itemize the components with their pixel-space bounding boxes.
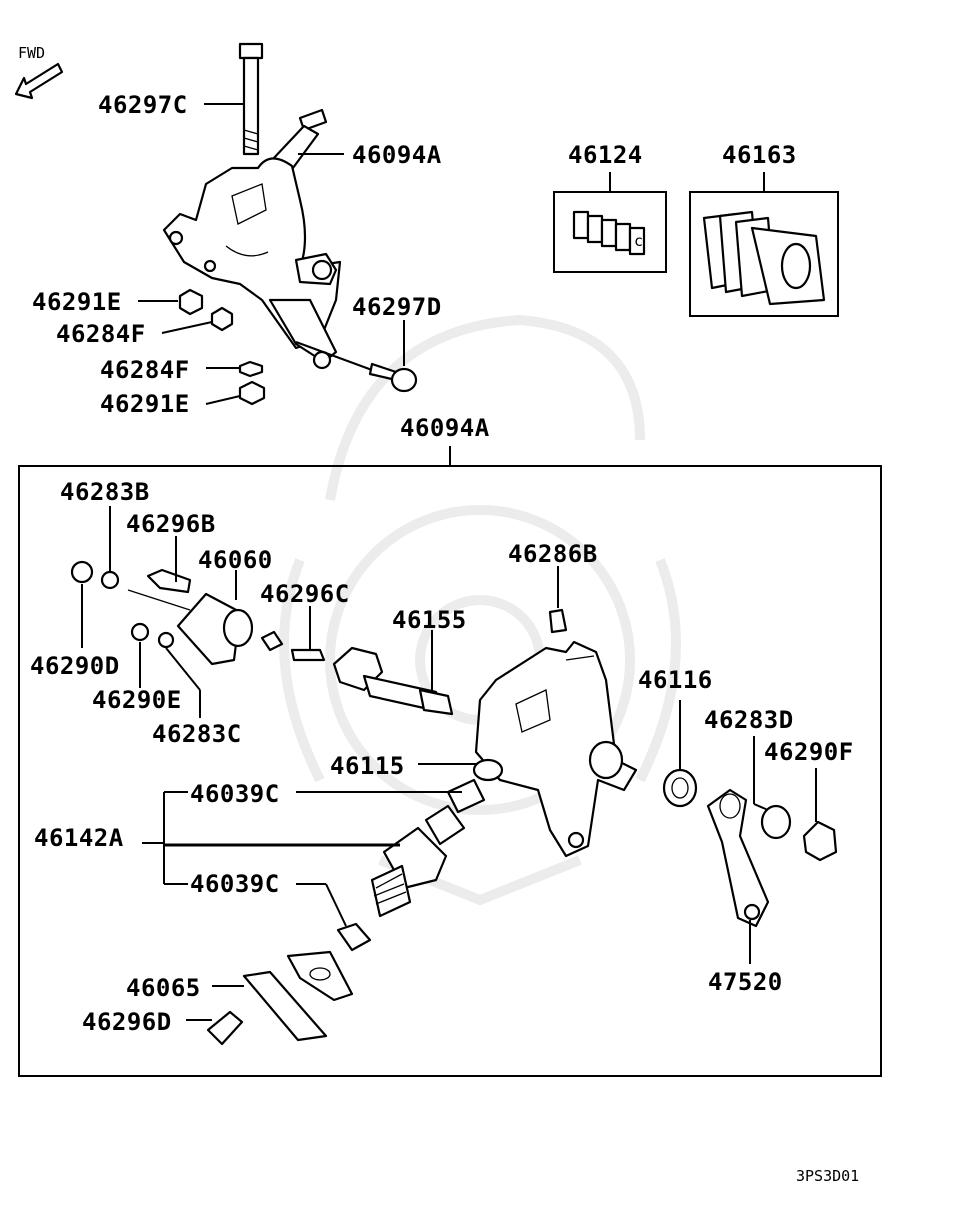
label-46039c-bottom[interactable]: 46039C [190,870,280,898]
label-46115[interactable]: 46115 [330,752,405,780]
nut-46291e-left-drawing [178,288,204,316]
label-46155[interactable]: 46155 [392,606,467,634]
nut-46290d-drawing [70,560,94,584]
washer-46283d-drawing [760,804,792,840]
washer-46283c-drawing [157,631,175,649]
label-46296b[interactable]: 46296B [126,510,216,538]
sector-shaft-46155-drawing [332,646,454,716]
label-46283c[interactable]: 46283C [152,720,242,748]
label-46163[interactable]: 46163 [722,141,797,169]
label-46297c[interactable]: 46297C [98,91,188,119]
nut-46291e-lower-drawing [238,380,266,406]
svg-text:c: c [634,232,643,250]
gasket-46065-drawing [242,970,328,1042]
bolt-46297c-drawing [238,42,264,156]
seal-46116-drawing [662,768,698,808]
label-46296c[interactable]: 46296C [260,580,350,608]
label-46283b[interactable]: 46283B [60,478,150,506]
plug-46286b-drawing [548,608,568,634]
label-46116[interactable]: 46116 [638,666,713,694]
bolt-46297d-drawing [295,341,418,393]
bearing-46039c-bottom-drawing [336,922,372,952]
lock-plate-drawing [260,630,284,652]
exploded-assembly: 46283B 46290D 46296B 46060 46290E 46283C… [30,478,854,1046]
nut-46290e-drawing [130,622,150,642]
label-46065[interactable]: 46065 [126,974,201,1002]
exploded-assembly-frame [18,465,882,1077]
label-46039c-top[interactable]: 46039C [190,780,280,808]
seal-46115-drawing [472,758,504,782]
cover-46060-drawing [127,589,254,666]
upper-assembly: 46297C 46094A 46291E 46284F 46284F [32,42,442,418]
gearbox-upper-drawing [162,108,342,370]
label-46124[interactable]: 46124 [568,141,643,169]
label-46291e-lower[interactable]: 46291E [100,390,190,418]
label-46297d[interactable]: 46297D [352,293,442,321]
fwd-label: FWD [18,44,45,62]
screw-46296c-drawing [290,648,326,662]
label-46290f[interactable]: 46290F [764,738,854,766]
label-46094a-upper[interactable]: 46094A [352,141,442,169]
end-cover-drawing [286,950,354,1002]
label-46283d[interactable]: 46283D [704,706,794,734]
diagram-code: 3PS3D01 [796,1167,859,1185]
label-46142a[interactable]: 46142A [34,824,124,852]
fwd-arrow-group: FWD [14,44,64,100]
pitman-arm-47520-drawing [706,788,770,928]
washer-46284f-lower-drawing [238,360,264,378]
stud-46296b-drawing [146,568,192,594]
label-46286b[interactable]: 46286B [508,540,598,568]
label-46291e-left[interactable]: 46291E [32,288,122,316]
fwd-arrow-icon [14,62,64,100]
washer-46283b-drawing [100,570,120,590]
bolt-46296d-drawing [206,1010,244,1046]
worm-shaft-46142a-drawing [370,778,486,918]
label-46094a-exploded-title[interactable]: 46094A [400,414,490,442]
label-46290d[interactable]: 46290D [30,652,120,680]
label-46284f-lower[interactable]: 46284F [100,356,190,384]
washer-46284f-drawing [210,306,234,332]
watermark-emblem [279,314,681,906]
label-46060[interactable]: 46060 [198,546,273,574]
label-46290e[interactable]: 46290E [92,686,182,714]
gearbox-housing-drawing [474,640,638,858]
label-47520[interactable]: 47520 [708,968,783,996]
kit-46163: 46163 [689,141,839,317]
kit-46124: 46124 c [553,141,667,273]
nut-46290f-drawing [802,820,838,862]
label-46296d[interactable]: 46296D [82,1008,172,1036]
label-46284f-upper[interactable]: 46284F [56,320,146,348]
